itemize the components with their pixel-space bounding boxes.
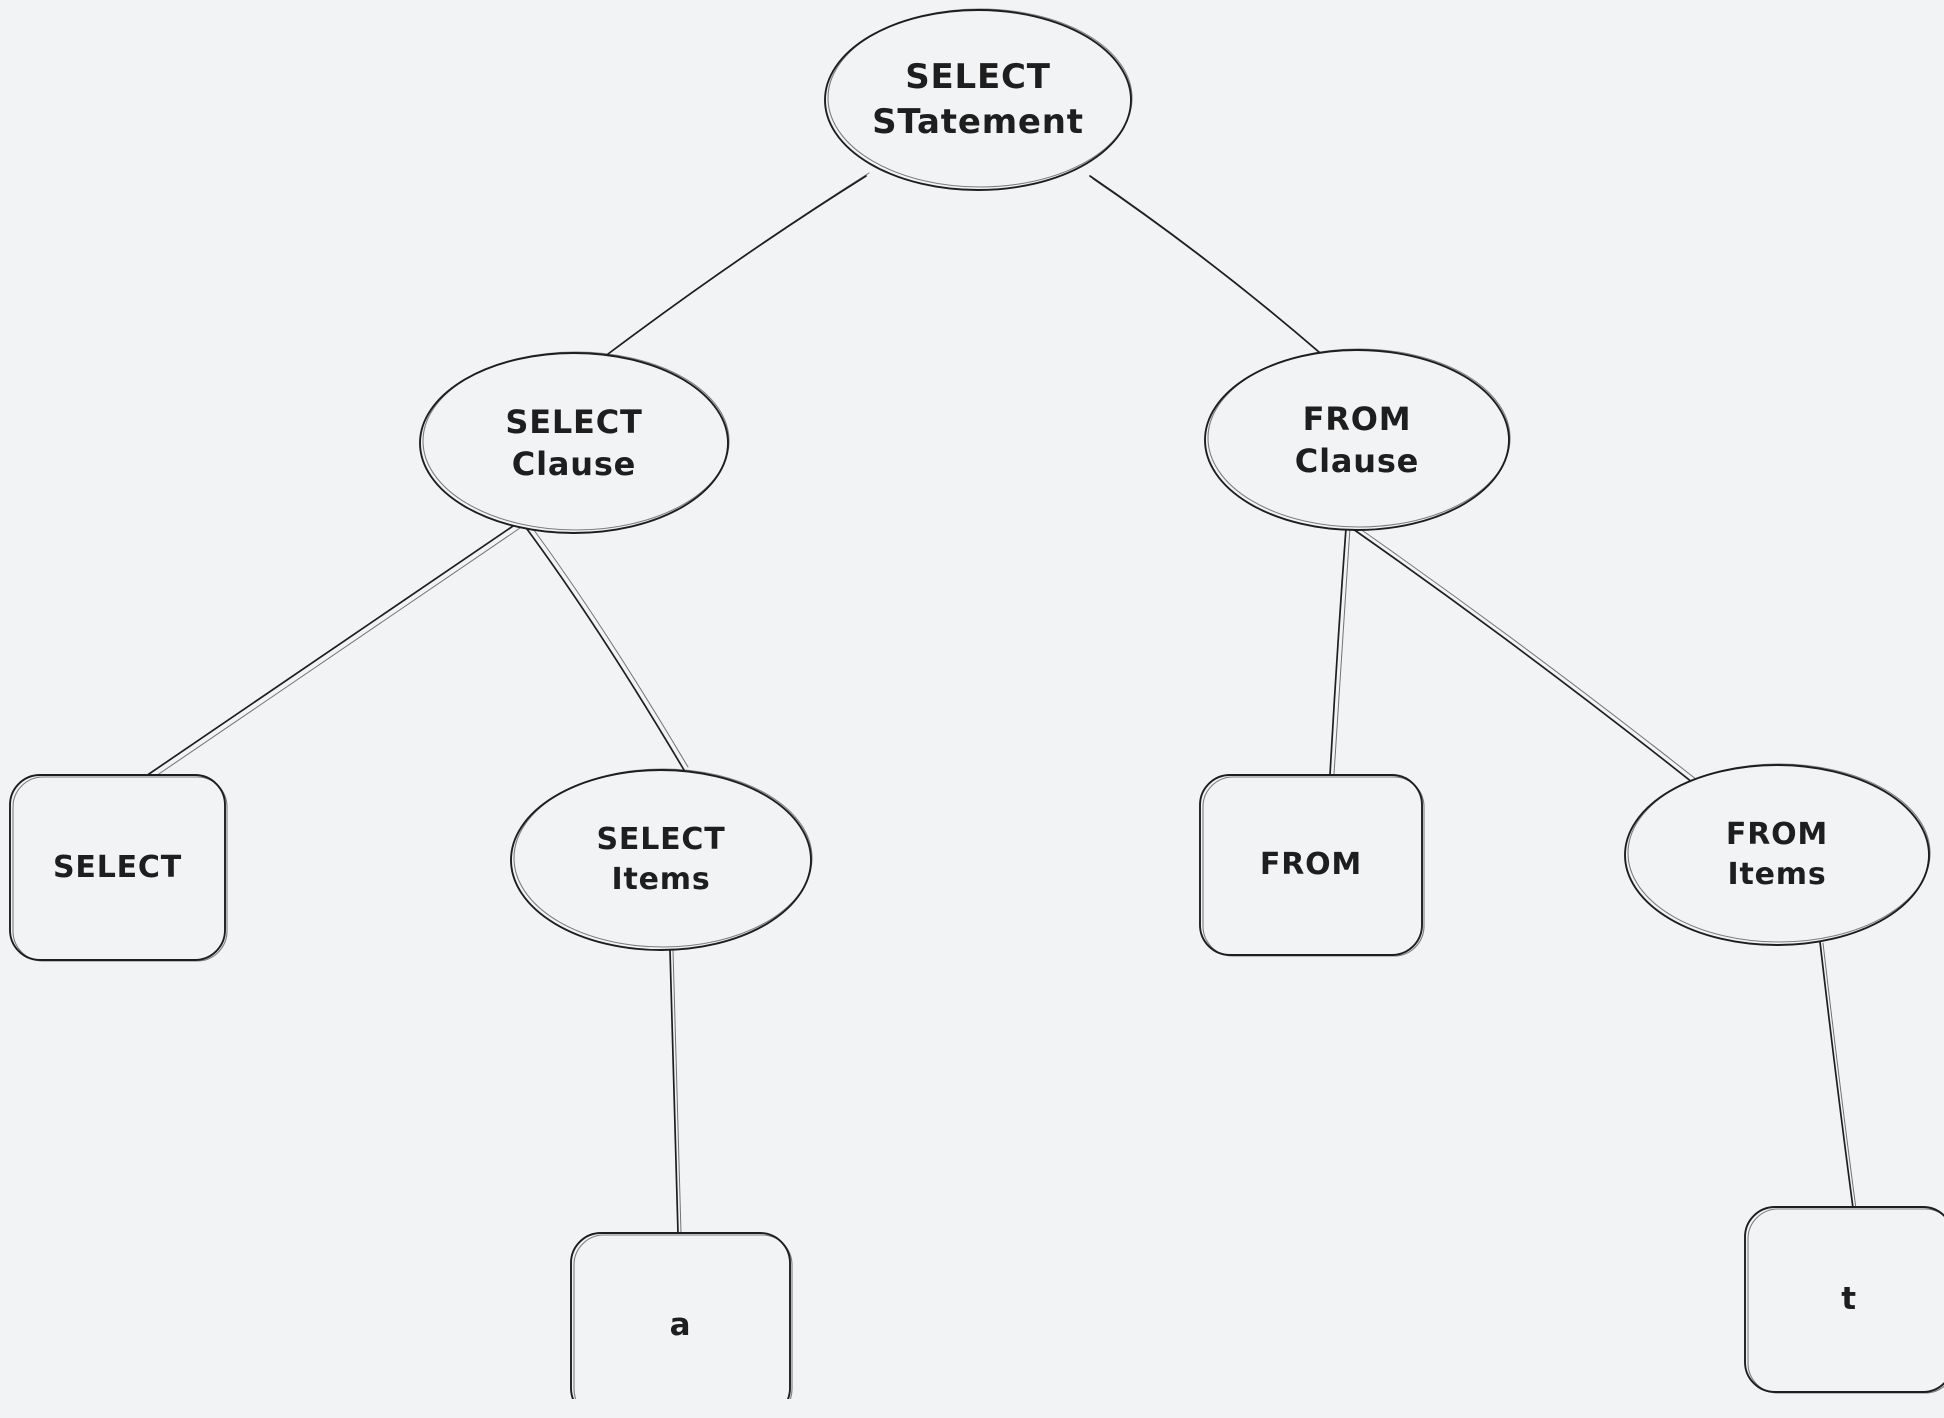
node-select-terminal[interactable] [9,774,228,962]
edge-selectclause-select [145,523,521,781]
edge-fromclause-from [1329,526,1351,776]
edge-layer [145,172,1857,1234]
node-table-t[interactable] [1744,1206,1944,1394]
node-from-items[interactable] [1624,763,1931,946]
node-select-items[interactable] [510,768,813,951]
node-from-clause[interactable] [1204,348,1511,531]
edge-selectclause-items [523,521,689,771]
node-column-a[interactable] [570,1232,793,1399]
node-layer [9,8,1944,1399]
edge-selectitems-a [669,949,682,1234]
edge-stmt-selectclause [607,172,870,355]
edge-fromitems-t [1819,941,1857,1210]
node-select-clause[interactable] [419,351,730,534]
node-select-statement[interactable] [824,8,1133,191]
node-from-terminal[interactable] [1199,774,1425,957]
edge-fromclause-items [1352,525,1712,795]
edge-stmt-fromclause [1089,175,1323,356]
